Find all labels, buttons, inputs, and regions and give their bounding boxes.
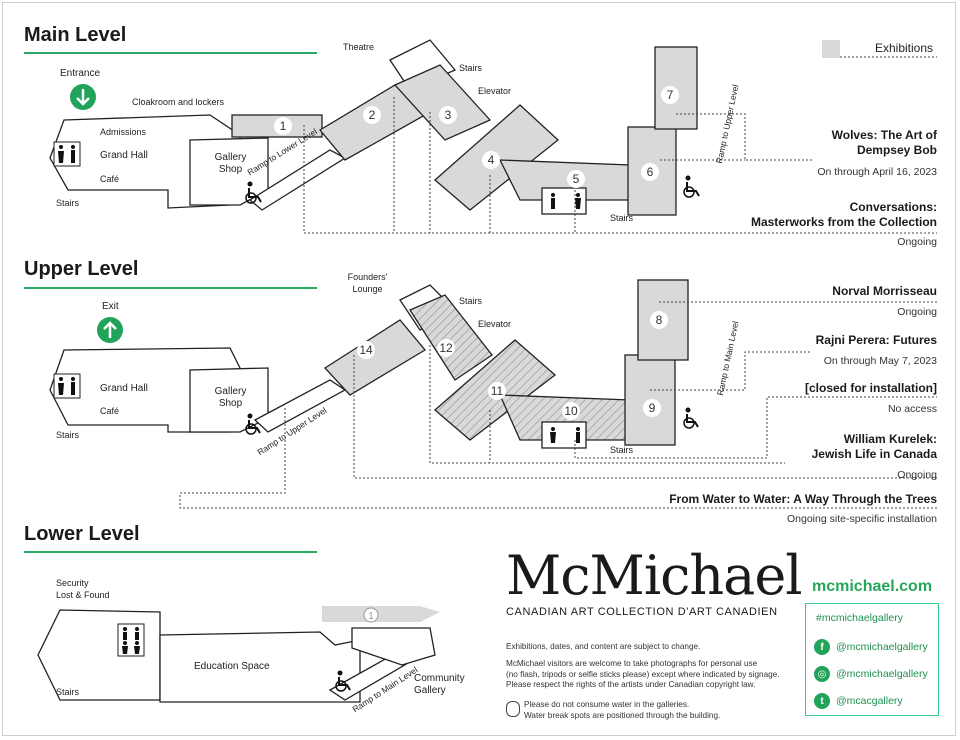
upper-level-plan	[49, 279, 689, 449]
exhibition-subtitle-closed: No access	[887, 403, 937, 415]
exhibition-subtitle-kurelek: Ongoing	[897, 469, 937, 481]
main-room-numbers: 1 2 3 4 5 6 7	[274, 86, 679, 188]
facebook-icon: f	[814, 639, 830, 655]
theatre-label: Theatre	[343, 42, 375, 52]
main-level-plan	[49, 39, 698, 216]
room-number-3: 3	[445, 108, 452, 122]
upper-stairs-right-label: Stairs	[459, 296, 483, 306]
upper-elevator-label: Elevator	[478, 319, 512, 329]
exhibition-title-closed: [closed for installation]	[804, 381, 937, 395]
exhibitions-swatch	[822, 40, 840, 58]
main-stairs-right-label: Stairs	[459, 63, 483, 73]
room-number-6: 6	[647, 165, 654, 179]
instagram-link[interactable]: ◎ @mcmichaelgallery	[814, 665, 928, 683]
social-media-box: #mcmichaelgallery f @mcmichaelgallery ◎ …	[805, 603, 939, 716]
upper-level-rule	[24, 287, 317, 289]
main-accessible-icon-right	[683, 175, 700, 198]
exhibition-subtitle-wolves: On through April 16, 2023	[817, 166, 937, 178]
room-number-10: 10	[564, 404, 578, 418]
main-leader-lines	[303, 56, 937, 234]
lower-stairs-label: Stairs	[56, 687, 80, 697]
founders-lounge-label: Founders'Lounge	[347, 272, 388, 294]
twitter-link[interactable]: t @mcacgallery	[814, 692, 903, 710]
room-number-1: 1	[280, 119, 287, 133]
main-cafe-label: Café	[100, 174, 120, 184]
note-water: Please do not consume water in the galle…	[524, 700, 721, 720]
twitter-icon: t	[814, 693, 830, 709]
exhibition-title-water: From Water to Water: A Way Through the T…	[669, 492, 937, 506]
upper-room-9	[624, 354, 676, 446]
lower-level-plan	[37, 606, 440, 703]
main-level-rule	[24, 52, 317, 54]
room-number-8: 8	[656, 313, 663, 327]
main-accessible-icon	[245, 181, 262, 204]
upper-room-12	[409, 294, 493, 381]
exhibition-title-morrisseau: Norval Morrisseau	[832, 284, 937, 298]
main-stairs-bottom-label: Stairs	[610, 213, 634, 223]
room-number-5: 5	[573, 172, 580, 186]
mcmichael-tagline: CANADIAN ART COLLECTION D'ART CANADIEN	[506, 606, 778, 618]
upper-level-title: Upper Level	[24, 258, 139, 280]
education-space-label: Education Space	[194, 661, 270, 672]
note-photography: McMichael visitors are welcome to take p…	[506, 659, 780, 689]
exhibition-subtitle-perera: On through May 7, 2023	[823, 355, 937, 367]
exhibition-subtitle-water: Ongoing site-specific installation	[787, 513, 937, 525]
upper-stairs-label: Stairs	[56, 430, 80, 440]
upper-cafe-label: Café	[100, 406, 120, 416]
hashtag-label: #mcmichaelgallery	[816, 612, 903, 624]
exhibitions-legend-label: Exhibitions	[875, 41, 934, 55]
website-link[interactable]: mcmichael.com	[812, 578, 933, 595]
water-bottle-icon	[506, 701, 520, 717]
main-level-title: Main Level	[24, 24, 127, 46]
room-number-12: 12	[439, 341, 453, 355]
main-grand-hall-label: Grand Hall	[100, 150, 148, 161]
main-stairs-label: Stairs	[56, 198, 80, 208]
exit-label: Exit	[102, 301, 119, 312]
room-number-9: 9	[649, 401, 656, 415]
exhibition-title-conversations: Conversations:Masterworks from the Colle…	[750, 200, 937, 229]
lower-washroom-icons	[117, 623, 145, 657]
exhibition-subtitle-morrisseau: Ongoing	[897, 306, 937, 318]
exhibition-subtitle-conversations: Ongoing	[897, 236, 937, 248]
main-elevator-label: Elevator	[478, 86, 512, 96]
admissions-label: Admissions	[100, 127, 147, 137]
room-number-11: 11	[491, 384, 504, 398]
lower-community-gallery	[351, 627, 436, 666]
upper-accessible-icon	[245, 407, 699, 435]
upper-leader-lines	[179, 301, 937, 509]
instagram-icon: ◎	[814, 666, 830, 682]
lower-room-number-1: 1	[368, 611, 374, 622]
main-washroom-icons	[53, 141, 581, 209]
note-subject-to-change: Exhibitions, dates, and content are subj…	[506, 642, 701, 651]
facebook-link[interactable]: f @mcmichaelgallery	[814, 638, 928, 656]
main-theatre-shape	[389, 39, 457, 91]
room-number-7: 7	[667, 88, 674, 102]
main-room-7	[654, 46, 698, 130]
lower-level-rule	[24, 551, 317, 553]
upper-room-14	[323, 319, 426, 396]
upper-stairs-bottom-label: Stairs	[610, 445, 634, 455]
room-number-4: 4	[488, 153, 495, 167]
cloakroom-label: Cloakroom and lockers	[132, 97, 225, 107]
lower-room-1	[322, 606, 440, 622]
exhibition-title-kurelek: William Kurelek:Jewish Life in Canada	[811, 432, 937, 461]
upper-washroom-icons	[53, 373, 580, 443]
lower-level-title: Lower Level	[24, 523, 140, 545]
room-number-2: 2	[369, 108, 376, 122]
room-number-14: 14	[359, 343, 373, 357]
entrance-label: Entrance	[60, 68, 101, 79]
exhibition-title-perera: Rajni Perera: Futures	[815, 333, 937, 347]
lower-accessible-icon	[335, 670, 351, 692]
mcmichael-wordmark: McMichael	[506, 544, 803, 607]
main-room-3	[393, 64, 492, 141]
upper-room-numbers: 14 12 11 10 9 8	[357, 311, 668, 420]
upper-grand-hall-label: Grand Hall	[100, 383, 148, 394]
